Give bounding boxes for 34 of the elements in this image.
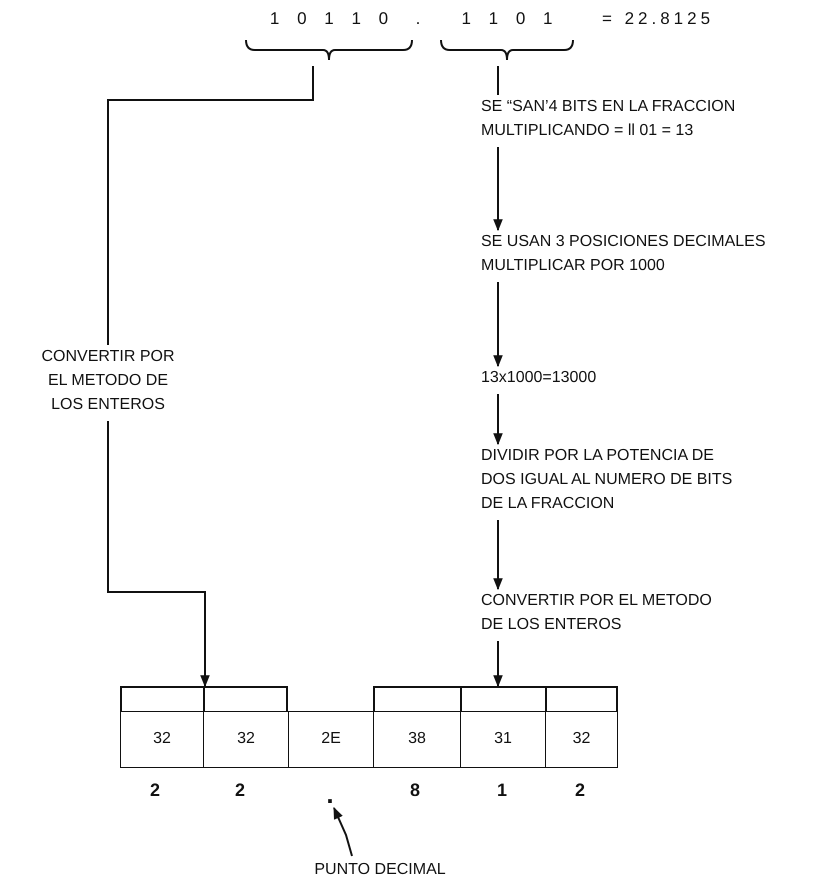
step-text: 13x1000=13000 — [481, 366, 681, 390]
connector-line — [497, 66, 499, 95]
table-cell: 38 — [373, 711, 461, 768]
digit-label: 2 — [148, 780, 161, 801]
digit-label: 8 — [408, 780, 421, 801]
binary-digits: 1 1 0 1 — [460, 8, 554, 30]
decimal-point-mark: . — [318, 780, 342, 808]
arrow — [493, 520, 503, 590]
table-cell: 32 — [203, 711, 289, 768]
step-text: CONVERTIR POR EL METODO DE LOS ENTEROS — [481, 589, 731, 637]
arrow — [333, 806, 353, 856]
arrow — [493, 394, 503, 446]
arrow — [493, 641, 503, 688]
annotation-text: CONVERTIR POR EL METODO DE LOS ENTEROS — [30, 345, 186, 417]
step-text: DIVIDIR POR LA POTENCIA DE DOS IGUAL AL NUMERO DE BITS DE LA FRACCION — [481, 444, 749, 516]
connector-line — [107, 66, 314, 345]
digit-label: 2 — [234, 780, 246, 801]
digit-label: 2 — [574, 780, 586, 801]
arrow — [493, 147, 503, 232]
table-cell: 2E — [288, 711, 374, 768]
annotation-text: PUNTO DECIMAL — [300, 858, 460, 882]
digit-label: 1 — [496, 780, 508, 801]
decimal-point: . — [414, 8, 426, 30]
binary-digits: 1 0 1 1 0 — [268, 8, 390, 30]
arrow — [107, 421, 210, 688]
table-cell: 31 — [460, 711, 546, 768]
step-text: SE “SAN’4 BITS EN LA FRACCION MULTIPLICANDO = ll 01 = 13 — [481, 95, 824, 143]
table-header-strip — [373, 686, 618, 712]
step-text: SE USAN 3 POSICIONES DECIMALES MULTIPLICAR POR 1000 — [481, 230, 824, 278]
table-cell: 32 — [545, 711, 618, 768]
table-cell: 32 — [120, 711, 204, 768]
arrow — [493, 282, 503, 368]
equation-result: = 22.8125 — [600, 8, 716, 30]
table-header-strip — [120, 686, 288, 712]
